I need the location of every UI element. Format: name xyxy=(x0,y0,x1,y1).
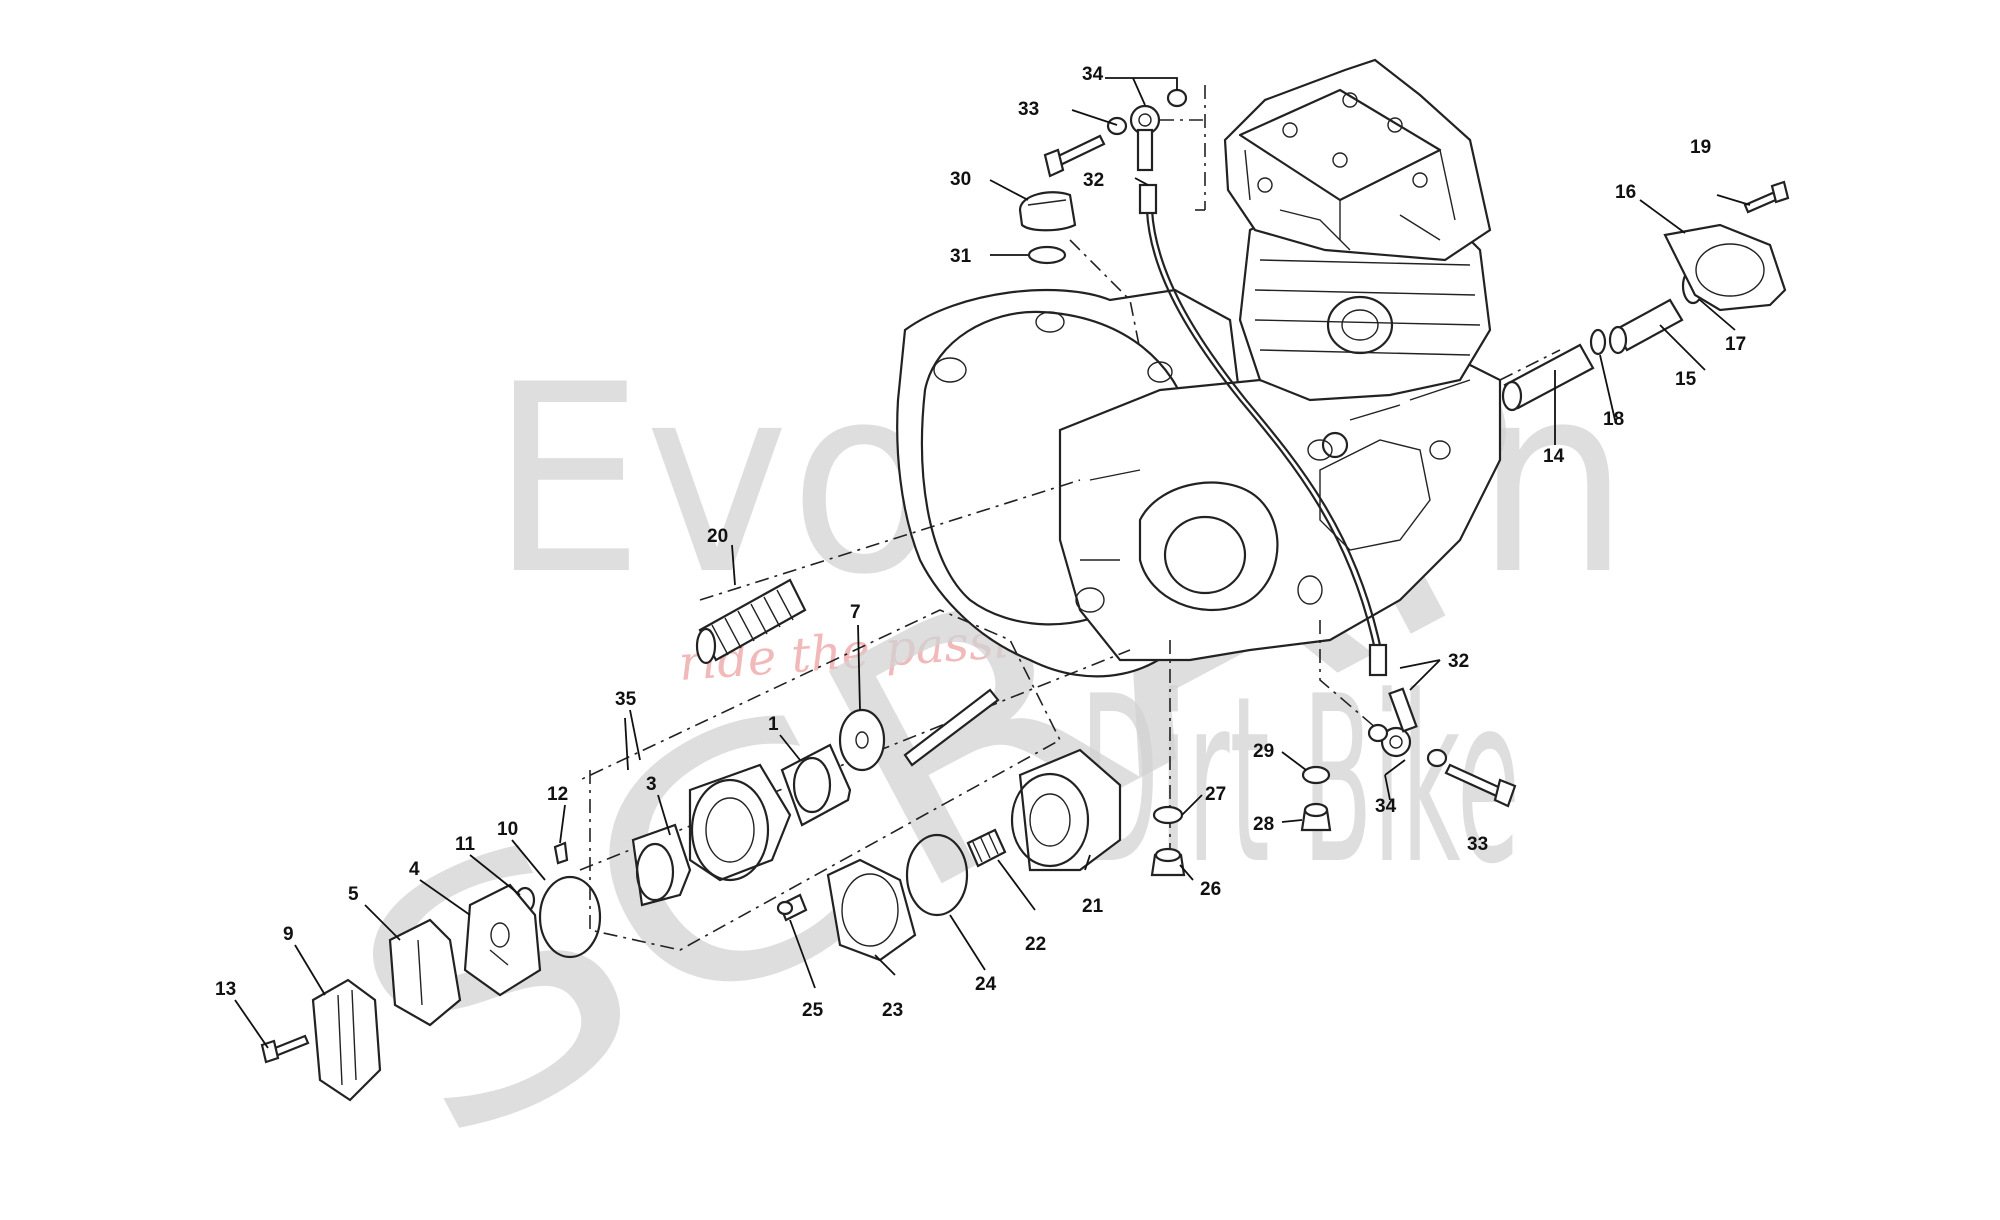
callout-23: 23 xyxy=(882,1000,903,1021)
callout-numbers: 34 33 32 30 31 19 16 17 15 18 14 20 7 35… xyxy=(215,64,1746,1021)
callout-17: 17 xyxy=(1725,334,1746,355)
callout-16: 16 xyxy=(1615,182,1636,203)
leader-lines xyxy=(234,77,1751,1049)
part-31 xyxy=(1027,245,1067,265)
part-19 xyxy=(1743,190,1780,214)
part-4 xyxy=(463,883,542,997)
part-7-shaft xyxy=(903,688,1000,767)
cylinder-head xyxy=(1223,58,1492,262)
callout-18: 18 xyxy=(1603,409,1624,430)
part-21 xyxy=(1018,748,1122,872)
callout-5: 5 xyxy=(348,884,359,905)
part-9 xyxy=(311,978,382,1102)
part-12 xyxy=(553,841,569,865)
callout-29: 29 xyxy=(1253,741,1274,762)
callout-34-top: 34 xyxy=(1082,64,1104,85)
callout-35: 35 xyxy=(615,689,637,710)
callout-22: 22 xyxy=(1025,934,1046,955)
engine-assembly xyxy=(896,58,1502,678)
part-24 xyxy=(905,833,969,917)
callout-33-top: 33 xyxy=(1018,99,1039,120)
callout-7: 7 xyxy=(850,602,861,623)
callout-13: 13 xyxy=(215,979,236,1000)
callout-14: 14 xyxy=(1543,446,1565,467)
callout-26: 26 xyxy=(1200,879,1221,900)
callout-24: 24 xyxy=(975,974,997,995)
callout-30: 30 xyxy=(950,169,971,190)
part-16 xyxy=(1663,223,1787,312)
part-27 xyxy=(1152,805,1184,825)
callout-15: 15 xyxy=(1675,369,1697,390)
right-side-parts xyxy=(1501,180,1790,412)
part-30 xyxy=(1018,191,1077,232)
part-10 xyxy=(538,875,602,959)
callout-34-bottom: 34 xyxy=(1375,796,1397,817)
oil-filter-parts xyxy=(776,748,1122,962)
part-5 xyxy=(388,918,462,1027)
callout-10: 10 xyxy=(497,819,518,840)
oil-line xyxy=(1043,88,1517,808)
callout-27: 27 xyxy=(1205,784,1226,805)
callout-25: 25 xyxy=(802,1000,824,1021)
callout-3: 3 xyxy=(646,774,657,795)
callout-31: 31 xyxy=(950,246,972,267)
drain-plugs xyxy=(1150,765,1332,877)
part-29 xyxy=(1301,765,1331,785)
callout-33-bottom: 33 xyxy=(1467,834,1488,855)
oil-pump-parts xyxy=(260,578,1000,1102)
part-18 xyxy=(1589,328,1607,356)
callout-1: 1 xyxy=(768,714,779,735)
callout-12: 12 xyxy=(547,784,568,805)
callout-4: 4 xyxy=(409,859,420,880)
callout-28: 28 xyxy=(1253,814,1274,835)
callout-20: 20 xyxy=(707,526,728,547)
callout-9: 9 xyxy=(283,924,294,945)
callout-32-bottom: 32 xyxy=(1448,651,1469,672)
callout-21: 21 xyxy=(1082,896,1104,917)
callout-19: 19 xyxy=(1690,137,1711,158)
part-7 xyxy=(838,708,886,772)
part-22 xyxy=(966,828,1007,868)
callout-32-top: 32 xyxy=(1083,170,1104,191)
callout-11: 11 xyxy=(455,834,476,855)
oil-cap xyxy=(1018,191,1077,265)
